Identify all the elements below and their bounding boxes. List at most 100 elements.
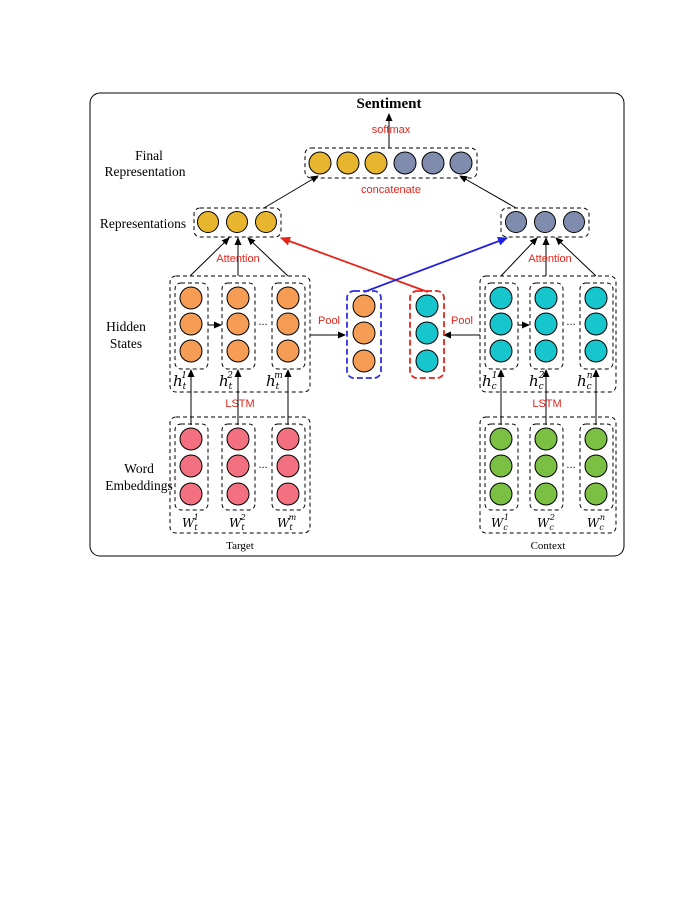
pool-label-left: Pool: [318, 315, 340, 327]
final-representation-label-line1: Final: [135, 148, 163, 163]
context-embedding-node: [534, 482, 558, 506]
attention-label-left: Attention: [216, 253, 259, 265]
target-embedding-label-2: Wt2: [229, 513, 246, 532]
context-pooled-node-3: [415, 349, 439, 373]
context-hidden-column-2: [529, 282, 564, 370]
context-attention-arrow-3: [555, 237, 597, 277]
context-embedding-node: [584, 427, 608, 451]
target-hidden-nodes: [179, 286, 300, 363]
context-embedding-node: [534, 427, 558, 451]
concatenate-label: concatenate: [361, 184, 421, 196]
target-hidden-node: [276, 286, 300, 310]
context-hidden-label-n: hcn: [577, 371, 593, 392]
target-embedding-node: [276, 454, 300, 478]
context-pooled-node-1: [415, 294, 439, 318]
context-embedding-nodes: [489, 427, 608, 506]
target-hidden-column-1: [174, 282, 209, 370]
lstm-label-right: LSTM: [532, 398, 561, 410]
representations-label: Representations: [100, 216, 186, 231]
word-embeddings-label-line1: Word: [124, 461, 154, 476]
target-pooled-node-2: [352, 321, 376, 345]
target-hidden-node: [179, 286, 203, 310]
context-hidden-ellipsis: ...: [566, 316, 575, 328]
context-hidden-node: [584, 339, 608, 363]
context-hidden-node: [489, 312, 513, 336]
target-hidden-node: [179, 339, 203, 363]
target-label: Target: [226, 540, 254, 552]
context-rep-node-3: [563, 211, 585, 233]
target-embedding-node: [226, 482, 250, 506]
pool-label-right: Pool: [451, 315, 473, 327]
context-embedding-node: [489, 454, 513, 478]
target-hidden-node: [226, 312, 250, 336]
context-embedding-node: [489, 482, 513, 506]
context-embedding-ellipsis: ...: [566, 459, 575, 471]
target-embedding-label-1: Wt1: [182, 513, 199, 532]
final-representation-box: [304, 147, 478, 179]
hidden-states-label-line1: Hidden: [106, 319, 146, 334]
word-embeddings-label-line2: Embeddings: [105, 478, 173, 493]
target-rep-node-3: [255, 211, 277, 233]
target-rep-node-2: [226, 211, 248, 233]
target-embedding-node: [226, 427, 250, 451]
target-embedding-node: [276, 427, 300, 451]
context-hidden-node: [489, 339, 513, 363]
context-embedding-label-2: Wc2: [537, 513, 555, 532]
target-embedding-node: [179, 427, 203, 451]
context-hidden-label-2: hc2: [529, 371, 545, 392]
target-embedding-ellipsis: ...: [258, 459, 267, 471]
context-embedding-node: [584, 482, 608, 506]
context-label: Context: [531, 540, 566, 552]
context-embedding-label-1: Wc1: [491, 513, 509, 532]
context-hidden-node: [534, 339, 558, 363]
target-embedding-node: [179, 454, 203, 478]
context-embedding-column-n: [579, 423, 614, 511]
target-embedding-column-1: [174, 423, 209, 511]
context-hidden-column-1: [484, 282, 519, 370]
target-rep-to-final-arrow: [263, 175, 319, 209]
final-node-target-1: [308, 151, 332, 175]
attention-label-right: Attention: [528, 253, 571, 265]
cross-attention-blue-arrow: [363, 236, 508, 293]
target-embedding-node: [179, 482, 203, 506]
target-embeddings-box: [169, 416, 311, 534]
context-hidden-column-n: [579, 282, 614, 370]
target-embedding-node: [226, 454, 250, 478]
context-embedding-node: [489, 427, 513, 451]
target-hidden-node: [226, 339, 250, 363]
context-hidden-node: [534, 312, 558, 336]
target-embedding-label-m: Wtm: [277, 513, 297, 532]
context-hidden-label-1: hc1: [482, 371, 497, 392]
outer-frame: [89, 92, 625, 557]
target-hidden-ellipsis: ...: [258, 316, 267, 328]
context-rep-node-1: [505, 211, 527, 233]
target-hidden-node: [179, 312, 203, 336]
context-attention-arrow-1: [500, 237, 538, 277]
final-representation-label-line2: Representation: [105, 164, 186, 179]
target-hidden-node: [276, 312, 300, 336]
context-embedding-column-1: [484, 423, 519, 511]
target-hidden-node: [226, 286, 250, 310]
context-embedding-node: [534, 454, 558, 478]
context-hidden-nodes: [489, 286, 608, 363]
target-embedding-nodes: [179, 427, 300, 506]
final-node-target-2: [336, 151, 360, 175]
target-hidden-label-2: ht2: [219, 371, 233, 392]
target-embedding-node: [276, 482, 300, 506]
context-hidden-states-box: [479, 275, 617, 393]
context-hidden-node: [534, 286, 558, 310]
context-embedding-label-n: Wcn: [587, 513, 605, 532]
target-attention-arrow-3: [247, 237, 289, 277]
target-attention-arrow-1: [189, 237, 230, 277]
target-pooled-node-3: [352, 349, 376, 373]
context-hidden-node: [584, 286, 608, 310]
context-embedding-node: [584, 454, 608, 478]
target-rep-node-1: [197, 211, 219, 233]
context-embeddings-box: [479, 416, 617, 534]
target-hidden-node: [276, 339, 300, 363]
target-hidden-states-box: [169, 275, 311, 393]
target-pooled-box: [346, 290, 382, 379]
context-pooled-node-2: [415, 321, 439, 345]
sentiment-label: Sentiment: [357, 96, 422, 112]
